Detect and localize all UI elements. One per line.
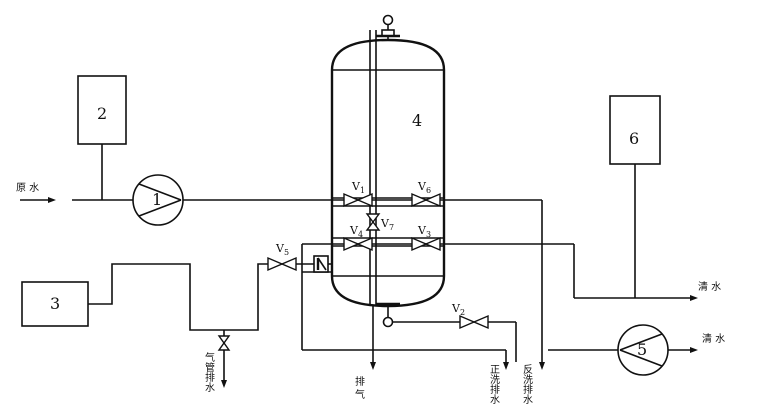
v6-label: V6 — [417, 180, 431, 195]
valve-v2 — [459, 314, 489, 330]
v1-label: V1 — [351, 180, 365, 195]
tank-2 — [77, 75, 127, 200]
lower-header — [302, 243, 698, 301]
check-valve — [313, 255, 329, 273]
unit-2-label: 2 — [97, 104, 107, 123]
exhaust-label: 排 气 — [353, 375, 365, 399]
pump-5 — [617, 324, 669, 376]
v4-label: V4 — [349, 224, 363, 239]
v2-line — [392, 321, 517, 362]
pump-5-line — [548, 347, 698, 353]
unit-5-label: 5 — [637, 340, 647, 359]
pump-1 — [132, 174, 184, 226]
valve-v5 — [267, 256, 297, 272]
valve-v6 — [411, 192, 441, 208]
vessel-4 — [330, 14, 446, 328]
valve-v3 — [411, 236, 441, 252]
v2-label: V2 — [451, 302, 465, 317]
blower-3 — [21, 263, 268, 331]
raw-water-label: 原 水 — [16, 182, 39, 194]
tank-6 — [609, 95, 661, 298]
valve-v1 — [343, 192, 373, 208]
v5-label: V5 — [275, 242, 289, 257]
exhaust-line — [370, 306, 376, 370]
unit-3-label: 3 — [50, 294, 60, 313]
valve-v4 — [343, 236, 373, 252]
valve-v7 — [365, 213, 381, 231]
gas-drain-valve — [217, 330, 231, 388]
v3-label: V3 — [417, 224, 431, 239]
clean-water-top-label: 清 水 — [698, 280, 721, 293]
v7-label: V7 — [380, 217, 394, 232]
unit-6-label: 6 — [629, 129, 639, 148]
unit-4-label: 4 — [412, 111, 422, 130]
upper-header — [332, 199, 545, 370]
raw-water-line — [20, 197, 332, 203]
gas-pipe-drain-label: 气管排水 — [203, 351, 215, 392]
forward-wash-drain-label: 正洗排水 — [488, 364, 500, 404]
backwash-drain-label: 反洗排水 — [521, 364, 533, 404]
clean-water-bottom-label: 清 水 — [702, 332, 725, 345]
unit-1-label: 1 — [152, 190, 162, 209]
